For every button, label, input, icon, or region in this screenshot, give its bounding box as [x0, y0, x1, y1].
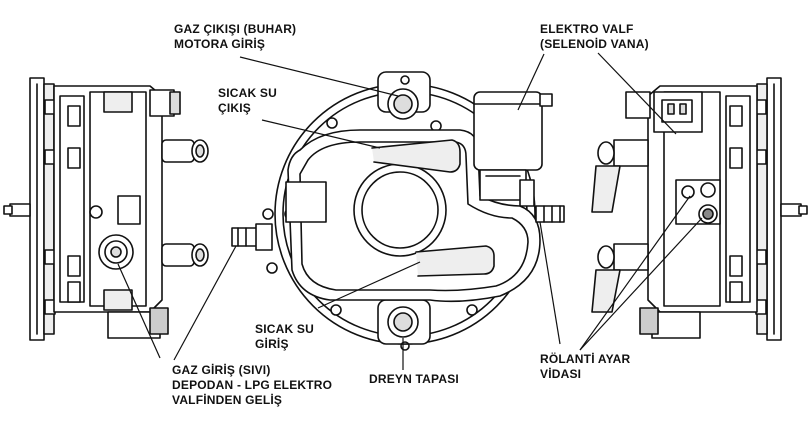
- leader-gas-inlet-b: [117, 263, 161, 359]
- leader-gas-inlet-a: [173, 245, 237, 361]
- label-gas-outlet: GAZ ÇIKIŞI (BUHAR) MOTORA GİRİŞ: [174, 22, 296, 52]
- label-gas-outlet-line2: MOTORA GİRİŞ: [174, 37, 266, 51]
- label-hot-water-out: SICAK SU ÇIKIŞ: [218, 86, 277, 116]
- solenoid-valve: [473, 91, 553, 207]
- center-front-view: [231, 71, 565, 351]
- leader-hot-water-out: [261, 119, 381, 149]
- label-drain-plug-line1: DREYN TAPASI: [369, 372, 459, 386]
- label-hot-water-out-line1: SICAK SU: [218, 86, 277, 100]
- label-gas-inlet-line3: VALFİNDEN GELİŞ: [172, 393, 283, 407]
- leader-idle-drain: [539, 221, 561, 345]
- leader-idle-screw-a: [579, 195, 691, 351]
- label-hot-water-in: SICAK SU GİRİŞ: [255, 322, 314, 352]
- label-electro-valve: ELEKTRO VALF (SELENOİD VANA): [540, 22, 649, 52]
- label-gas-inlet-line1: GAZ GİRİŞ (SIVI): [172, 363, 271, 377]
- label-electro-valve-line1: ELEKTRO VALF: [540, 22, 634, 36]
- right-side-view: [591, 77, 808, 341]
- leader-idle-screw-b: [579, 217, 703, 351]
- label-gas-inlet-line2: DEPODAN - LPG ELEKTRO: [172, 378, 333, 392]
- label-hot-water-in-line1: SICAK SU: [255, 322, 314, 336]
- leader-hot-water-in: [317, 261, 421, 309]
- left-side-view: [3, 77, 209, 341]
- label-electro-valve-line2: (SELENOİD VANA): [540, 37, 649, 51]
- label-idle-screw-line2: VİDASI: [540, 367, 582, 381]
- leader-electro-valve-b: [517, 53, 545, 111]
- label-hot-water-out-line2: ÇIKIŞ: [218, 101, 252, 115]
- leader-gas-outlet: [239, 56, 399, 97]
- label-idle-screw: RÖLANTİ AYAR VİDASI: [540, 352, 630, 382]
- leader-electro-valve: [597, 52, 677, 135]
- label-idle-screw-line1: RÖLANTİ AYAR: [540, 352, 631, 366]
- label-drain-plug: DREYN TAPASI: [369, 372, 459, 387]
- label-hot-water-in-line2: GİRİŞ: [255, 337, 289, 351]
- leader-lines: [117, 52, 703, 370]
- label-gas-inlet: GAZ GİRİŞ (SIVI) DEPODAN - LPG ELEKTRO V…: [172, 363, 332, 408]
- label-gas-outlet-line1: GAZ ÇIKIŞI (BUHAR): [174, 22, 297, 36]
